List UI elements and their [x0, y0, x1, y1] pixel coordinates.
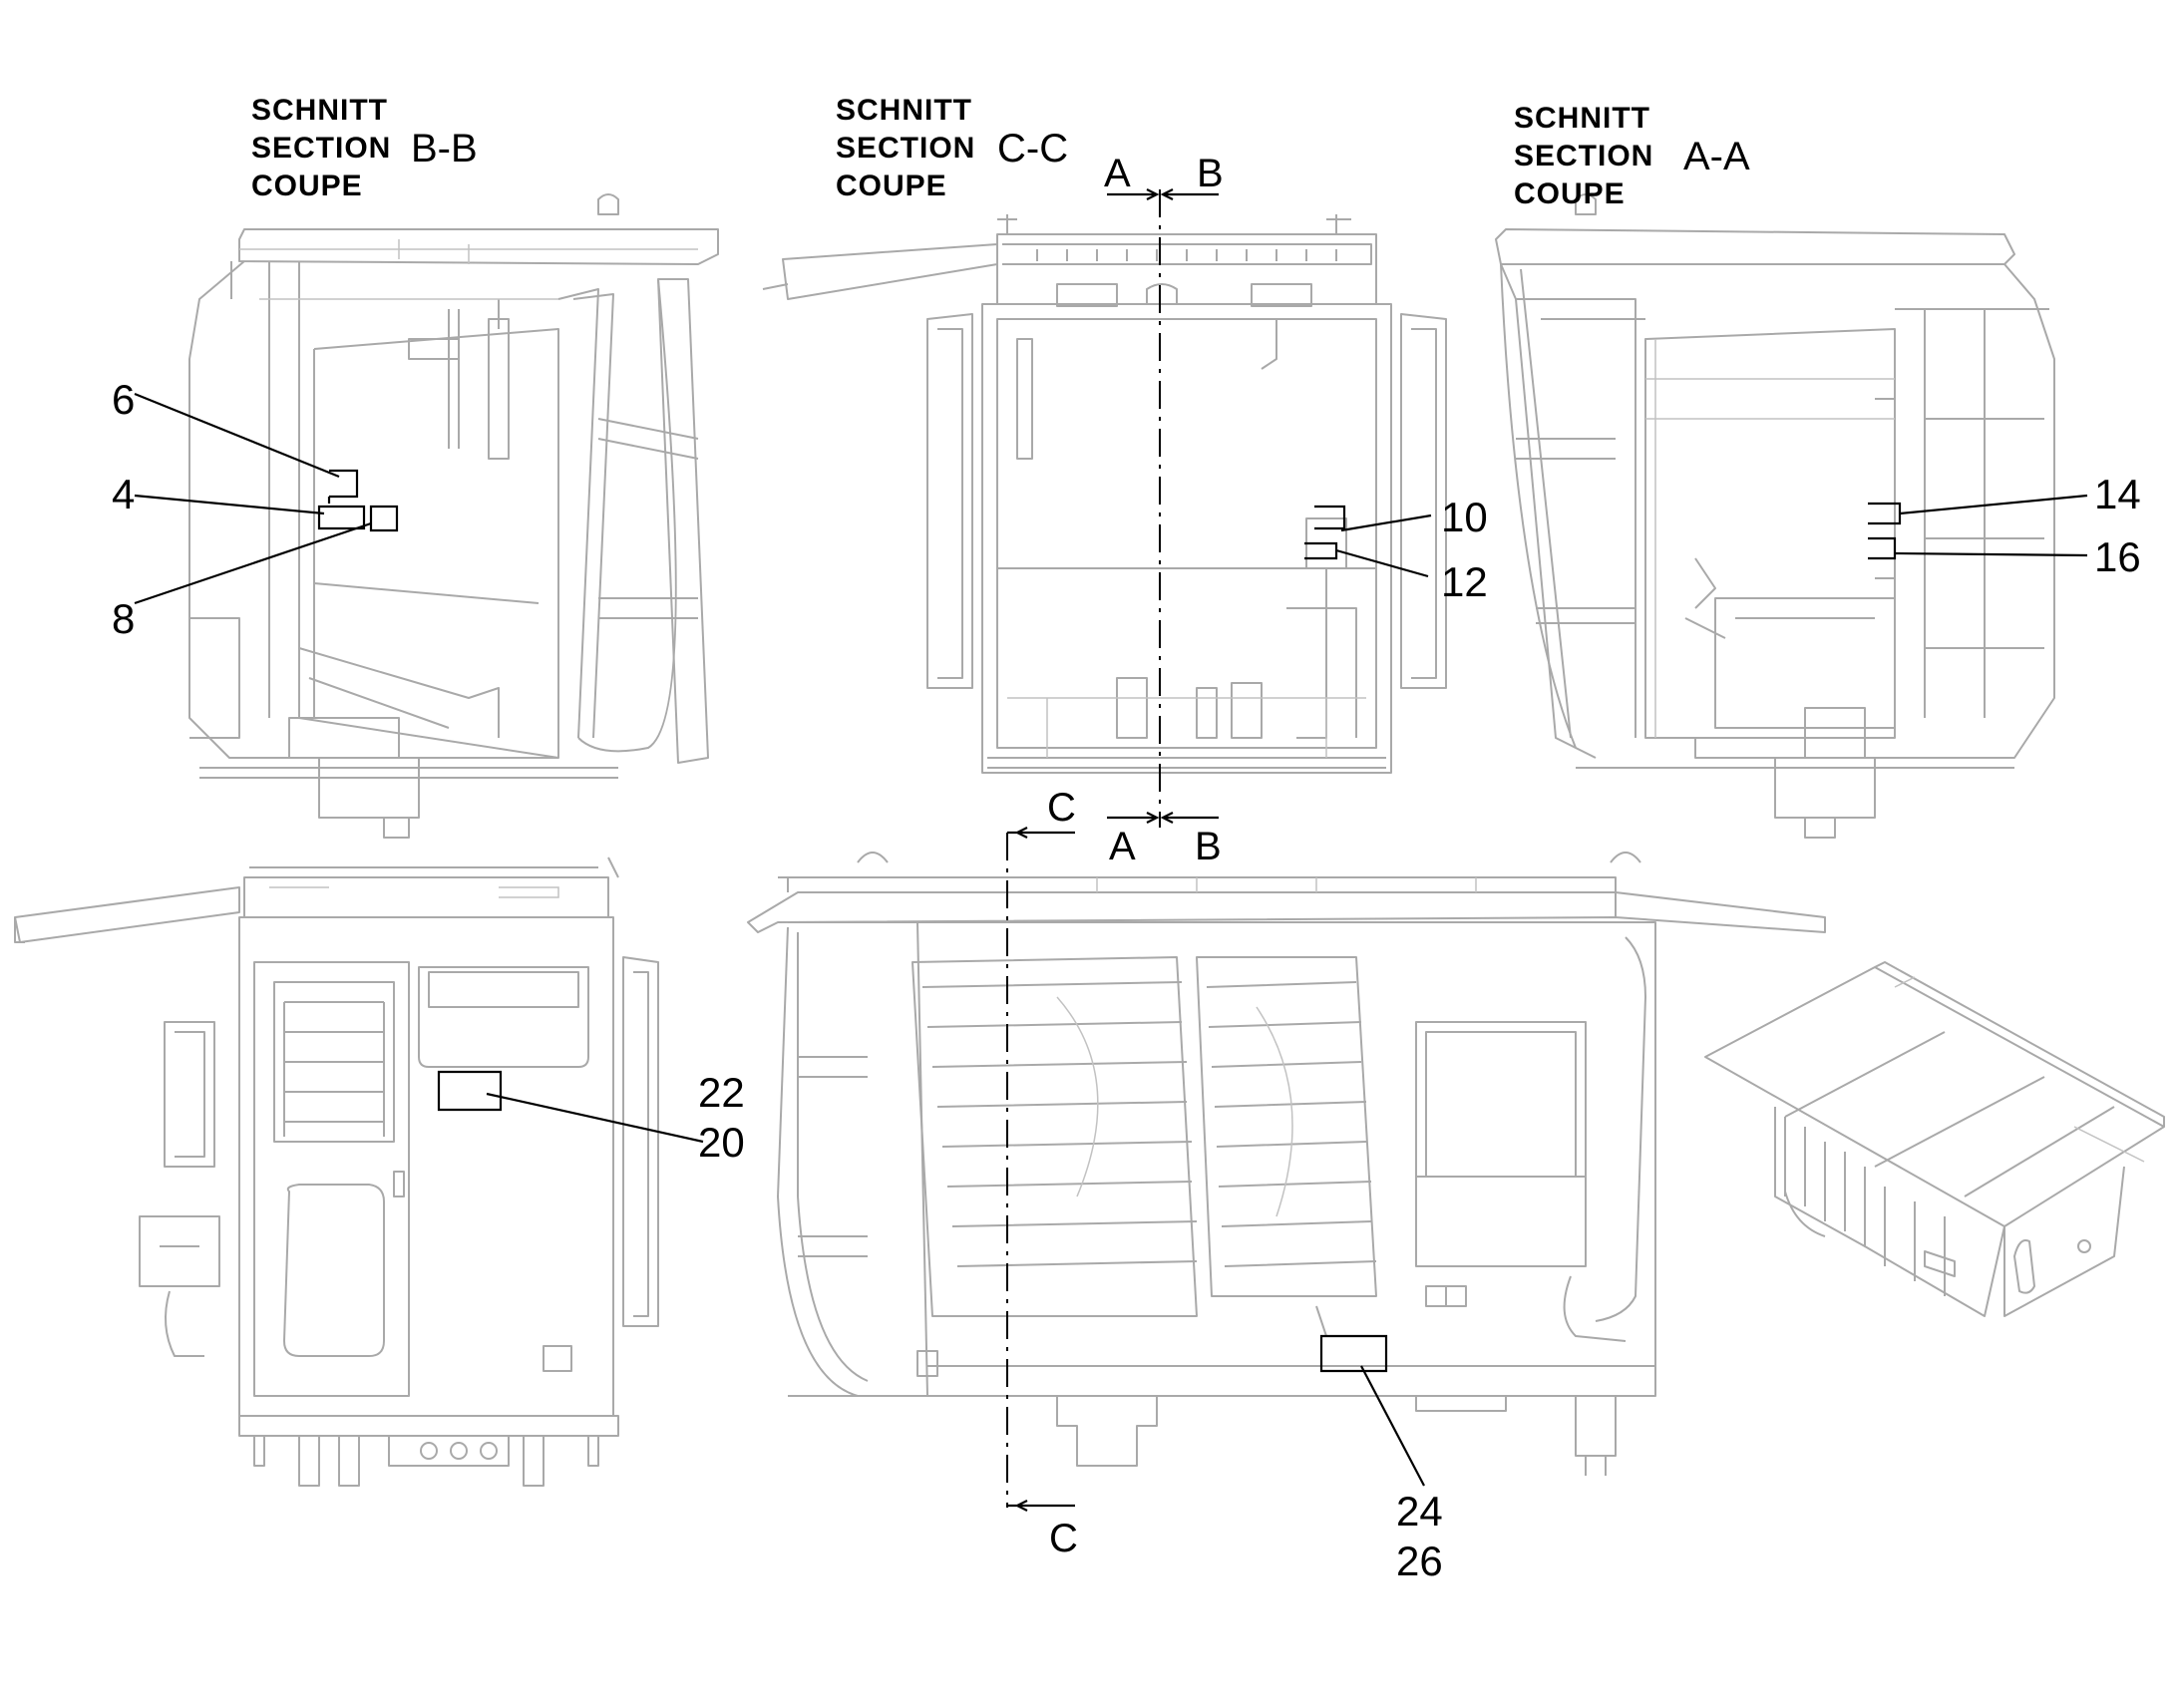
caption-a-a-line3: COUPE: [1514, 177, 1626, 210]
callout-20: 20: [698, 1119, 745, 1166]
view-section-c-c: [762, 214, 1447, 774]
callout-26: 26: [1396, 1537, 1443, 1584]
view-rear: [14, 856, 659, 1487]
callout-16: 16: [2094, 533, 2141, 580]
caption-c-c-line1: SCHNITT: [836, 94, 972, 127]
cut-label-c-top: C: [1047, 786, 1076, 830]
callout-14: 14: [2094, 471, 2141, 517]
view-isometric: [1704, 961, 2165, 1317]
caption-a-a-line2: SECTION: [1514, 140, 1653, 172]
callout-24: 24: [1396, 1488, 1443, 1535]
callout-10: 10: [1441, 494, 1488, 540]
caption-b-b-line2: SECTION: [251, 132, 391, 165]
callout-leaders: [134, 392, 2088, 1487]
caption-section-a-a: SCHNITT SECTION COUPE A-A: [1514, 102, 1750, 210]
callout-8: 8: [112, 595, 135, 642]
caption-b-b-line3: COUPE: [251, 170, 363, 202]
caption-a-a-section-id: A-A: [1683, 135, 1750, 178]
callout-4: 4: [112, 471, 135, 517]
callout-12: 12: [1441, 558, 1488, 605]
cut-label-c-bottom: C: [1049, 1517, 1078, 1560]
caption-a-a-line1: SCHNITT: [1514, 102, 1650, 135]
caption-b-b-line1: SCHNITT: [251, 94, 388, 127]
caption-section-b-b: SCHNITT SECTION COUPE B-B: [251, 94, 478, 202]
caption-c-c-section-id: C-C: [997, 127, 1068, 171]
cut-mark-labels: A B A B C C: [1047, 152, 1224, 1560]
callout-6: 6: [112, 376, 135, 423]
view-section-a-a: [1495, 193, 2055, 839]
cut-label-bottom-a: A: [1109, 825, 1136, 868]
caption-section-c-c: SCHNITT SECTION COUPE C-C: [836, 94, 1068, 202]
callout-22: 22: [698, 1069, 745, 1116]
cut-label-bottom-b: B: [1195, 825, 1222, 868]
section-cut-lines: [1006, 188, 1219, 1512]
view-side: [747, 852, 1826, 1476]
callout-numbers: 6 4 8 10 12 14 16 22 20 24 26: [112, 376, 2141, 1584]
caption-c-c-line3: COUPE: [836, 170, 947, 202]
cut-label-top-a: A: [1104, 152, 1131, 195]
caption-c-c-line2: SECTION: [836, 132, 975, 165]
caption-b-b-section-id: B-B: [411, 127, 478, 171]
view-section-b-b: [188, 193, 719, 839]
cut-label-top-b: B: [1197, 152, 1224, 195]
